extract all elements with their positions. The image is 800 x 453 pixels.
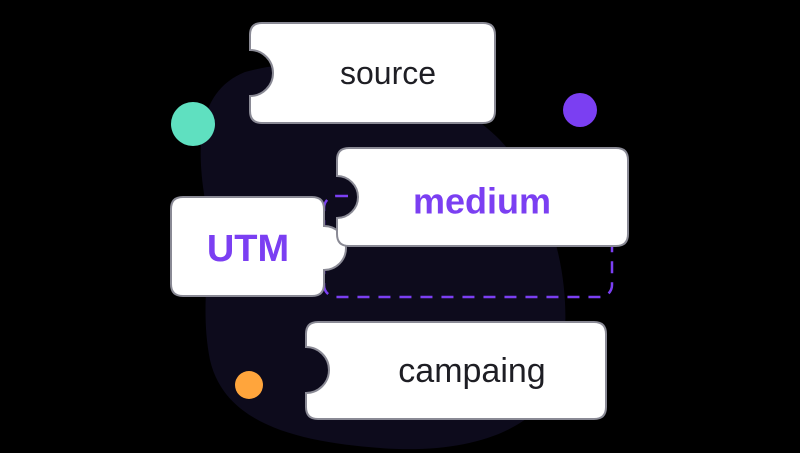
- piece-medium: medium: [336, 147, 629, 247]
- piece-campaign: campaing: [305, 321, 607, 420]
- piece-source-label: source: [340, 55, 436, 91]
- purple-dot: [563, 93, 597, 127]
- piece-source: source: [249, 22, 496, 124]
- teal-dot: [171, 102, 215, 146]
- piece-utm: UTM: [170, 196, 347, 297]
- piece-medium-label: medium: [413, 181, 551, 222]
- piece-utm-label: UTM: [207, 228, 289, 270]
- piece-campaign-label: campaing: [398, 352, 545, 390]
- orange-dot: [235, 371, 263, 399]
